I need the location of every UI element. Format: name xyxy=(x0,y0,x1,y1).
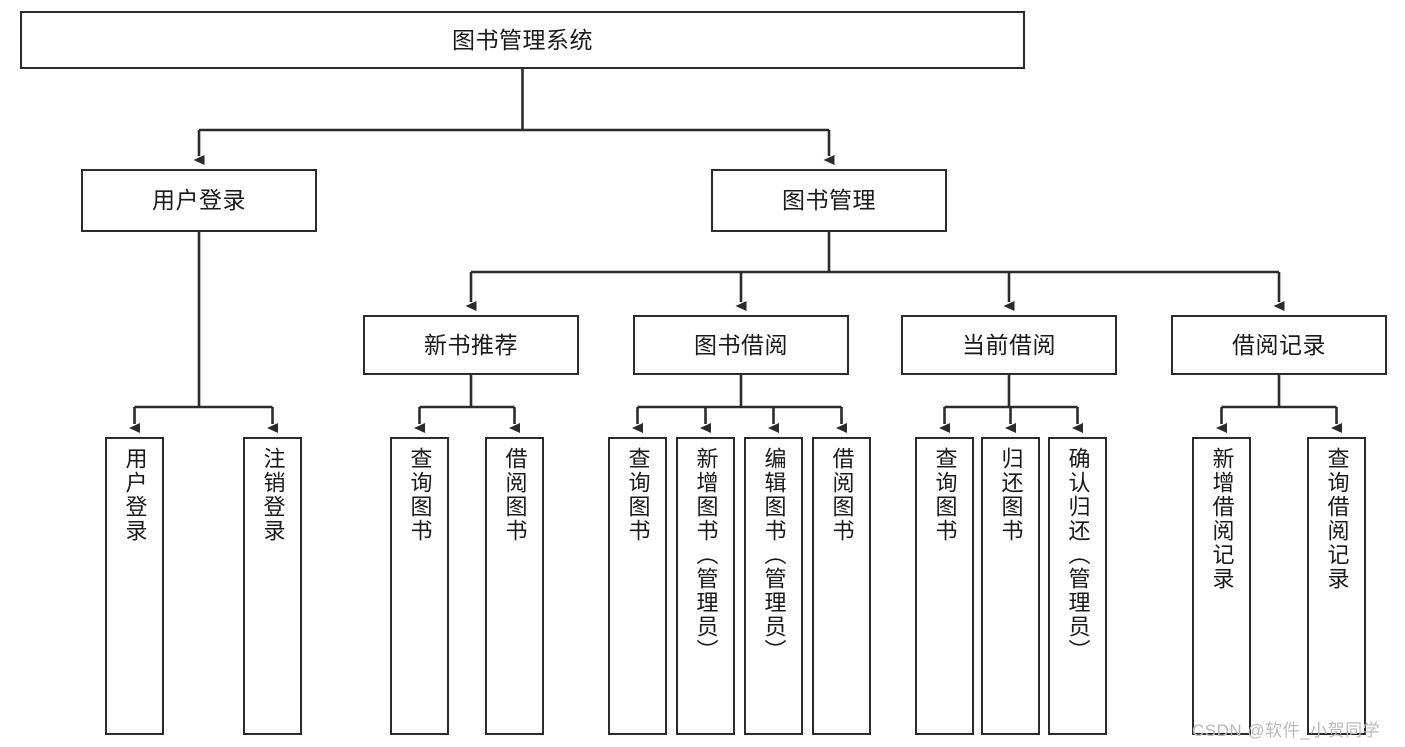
node-label-leaf-add-book: 新增图书（管理员） xyxy=(693,447,719,663)
node-label-leaf-query-book-rec: 查询图书 xyxy=(407,447,433,543)
node-leaf-add-book[interactable]: 新增图书（管理员） xyxy=(676,437,735,735)
node-label-leaf-user-login: 用户登录 xyxy=(122,447,148,543)
node-leaf-query-book-rec[interactable]: 查询图书 xyxy=(390,437,449,735)
tree-connectors xyxy=(129,69,1342,433)
node-book-borrow[interactable]: 图书借阅 xyxy=(633,315,849,375)
node-user-login[interactable]: 用户登录 xyxy=(81,169,317,232)
node-leaf-borrow-book-rec[interactable]: 借阅图书 xyxy=(485,437,544,735)
node-label-leaf-query-book-borrow: 查询图书 xyxy=(625,447,651,543)
node-root[interactable]: 图书管理系统 xyxy=(20,11,1025,69)
node-leaf-query-borrow-record[interactable]: 查询借阅记录 xyxy=(1307,437,1366,735)
node-label-user-login: 用户登录 xyxy=(152,187,246,214)
node-label-leaf-confirm-return: 确认归还（管理员） xyxy=(1065,447,1091,663)
node-label-current-borrow: 当前借阅 xyxy=(962,331,1056,358)
node-book-manage[interactable]: 图书管理 xyxy=(711,169,947,232)
node-leaf-return-book[interactable]: 归还图书 xyxy=(981,437,1040,735)
node-borrow-record[interactable]: 借阅记录 xyxy=(1171,315,1387,375)
node-label-leaf-query-borrow-record: 查询借阅记录 xyxy=(1324,447,1350,591)
node-leaf-query-book-current[interactable]: 查询图书 xyxy=(915,437,974,735)
node-new-book-recommend[interactable]: 新书推荐 xyxy=(363,315,579,375)
node-label-leaf-query-book-current: 查询图书 xyxy=(932,447,958,543)
node-label-leaf-borrow-book: 借阅图书 xyxy=(829,447,855,543)
node-label-leaf-return-book: 归还图书 xyxy=(998,447,1024,543)
watermark-text: CSDN @软件_小贺同学 xyxy=(1192,721,1381,740)
node-leaf-borrow-book[interactable]: 借阅图书 xyxy=(812,437,871,735)
node-label-book-borrow: 图书借阅 xyxy=(694,331,788,358)
node-leaf-query-book-borrow[interactable]: 查询图书 xyxy=(608,437,667,735)
node-leaf-confirm-return[interactable]: 确认归还（管理员） xyxy=(1048,437,1107,735)
node-label-new-book-recommend: 新书推荐 xyxy=(424,331,518,358)
node-label-leaf-add-borrow-record: 新增借阅记录 xyxy=(1209,447,1235,591)
node-label-root: 图书管理系统 xyxy=(452,26,593,53)
node-leaf-user-login[interactable]: 用户登录 xyxy=(105,437,164,735)
node-leaf-add-borrow-record[interactable]: 新增借阅记录 xyxy=(1192,437,1251,735)
node-leaf-edit-book[interactable]: 编辑图书（管理员） xyxy=(744,437,803,735)
node-label-borrow-record: 借阅记录 xyxy=(1232,331,1326,358)
node-leaf-logout[interactable]: 注销登录 xyxy=(243,437,302,735)
node-label-leaf-edit-book: 编辑图书（管理员） xyxy=(761,447,787,663)
node-label-leaf-borrow-book-rec: 借阅图书 xyxy=(502,447,528,543)
node-label-book-manage: 图书管理 xyxy=(782,187,876,214)
node-current-borrow[interactable]: 当前借阅 xyxy=(901,315,1117,375)
node-label-leaf-logout: 注销登录 xyxy=(260,447,286,543)
